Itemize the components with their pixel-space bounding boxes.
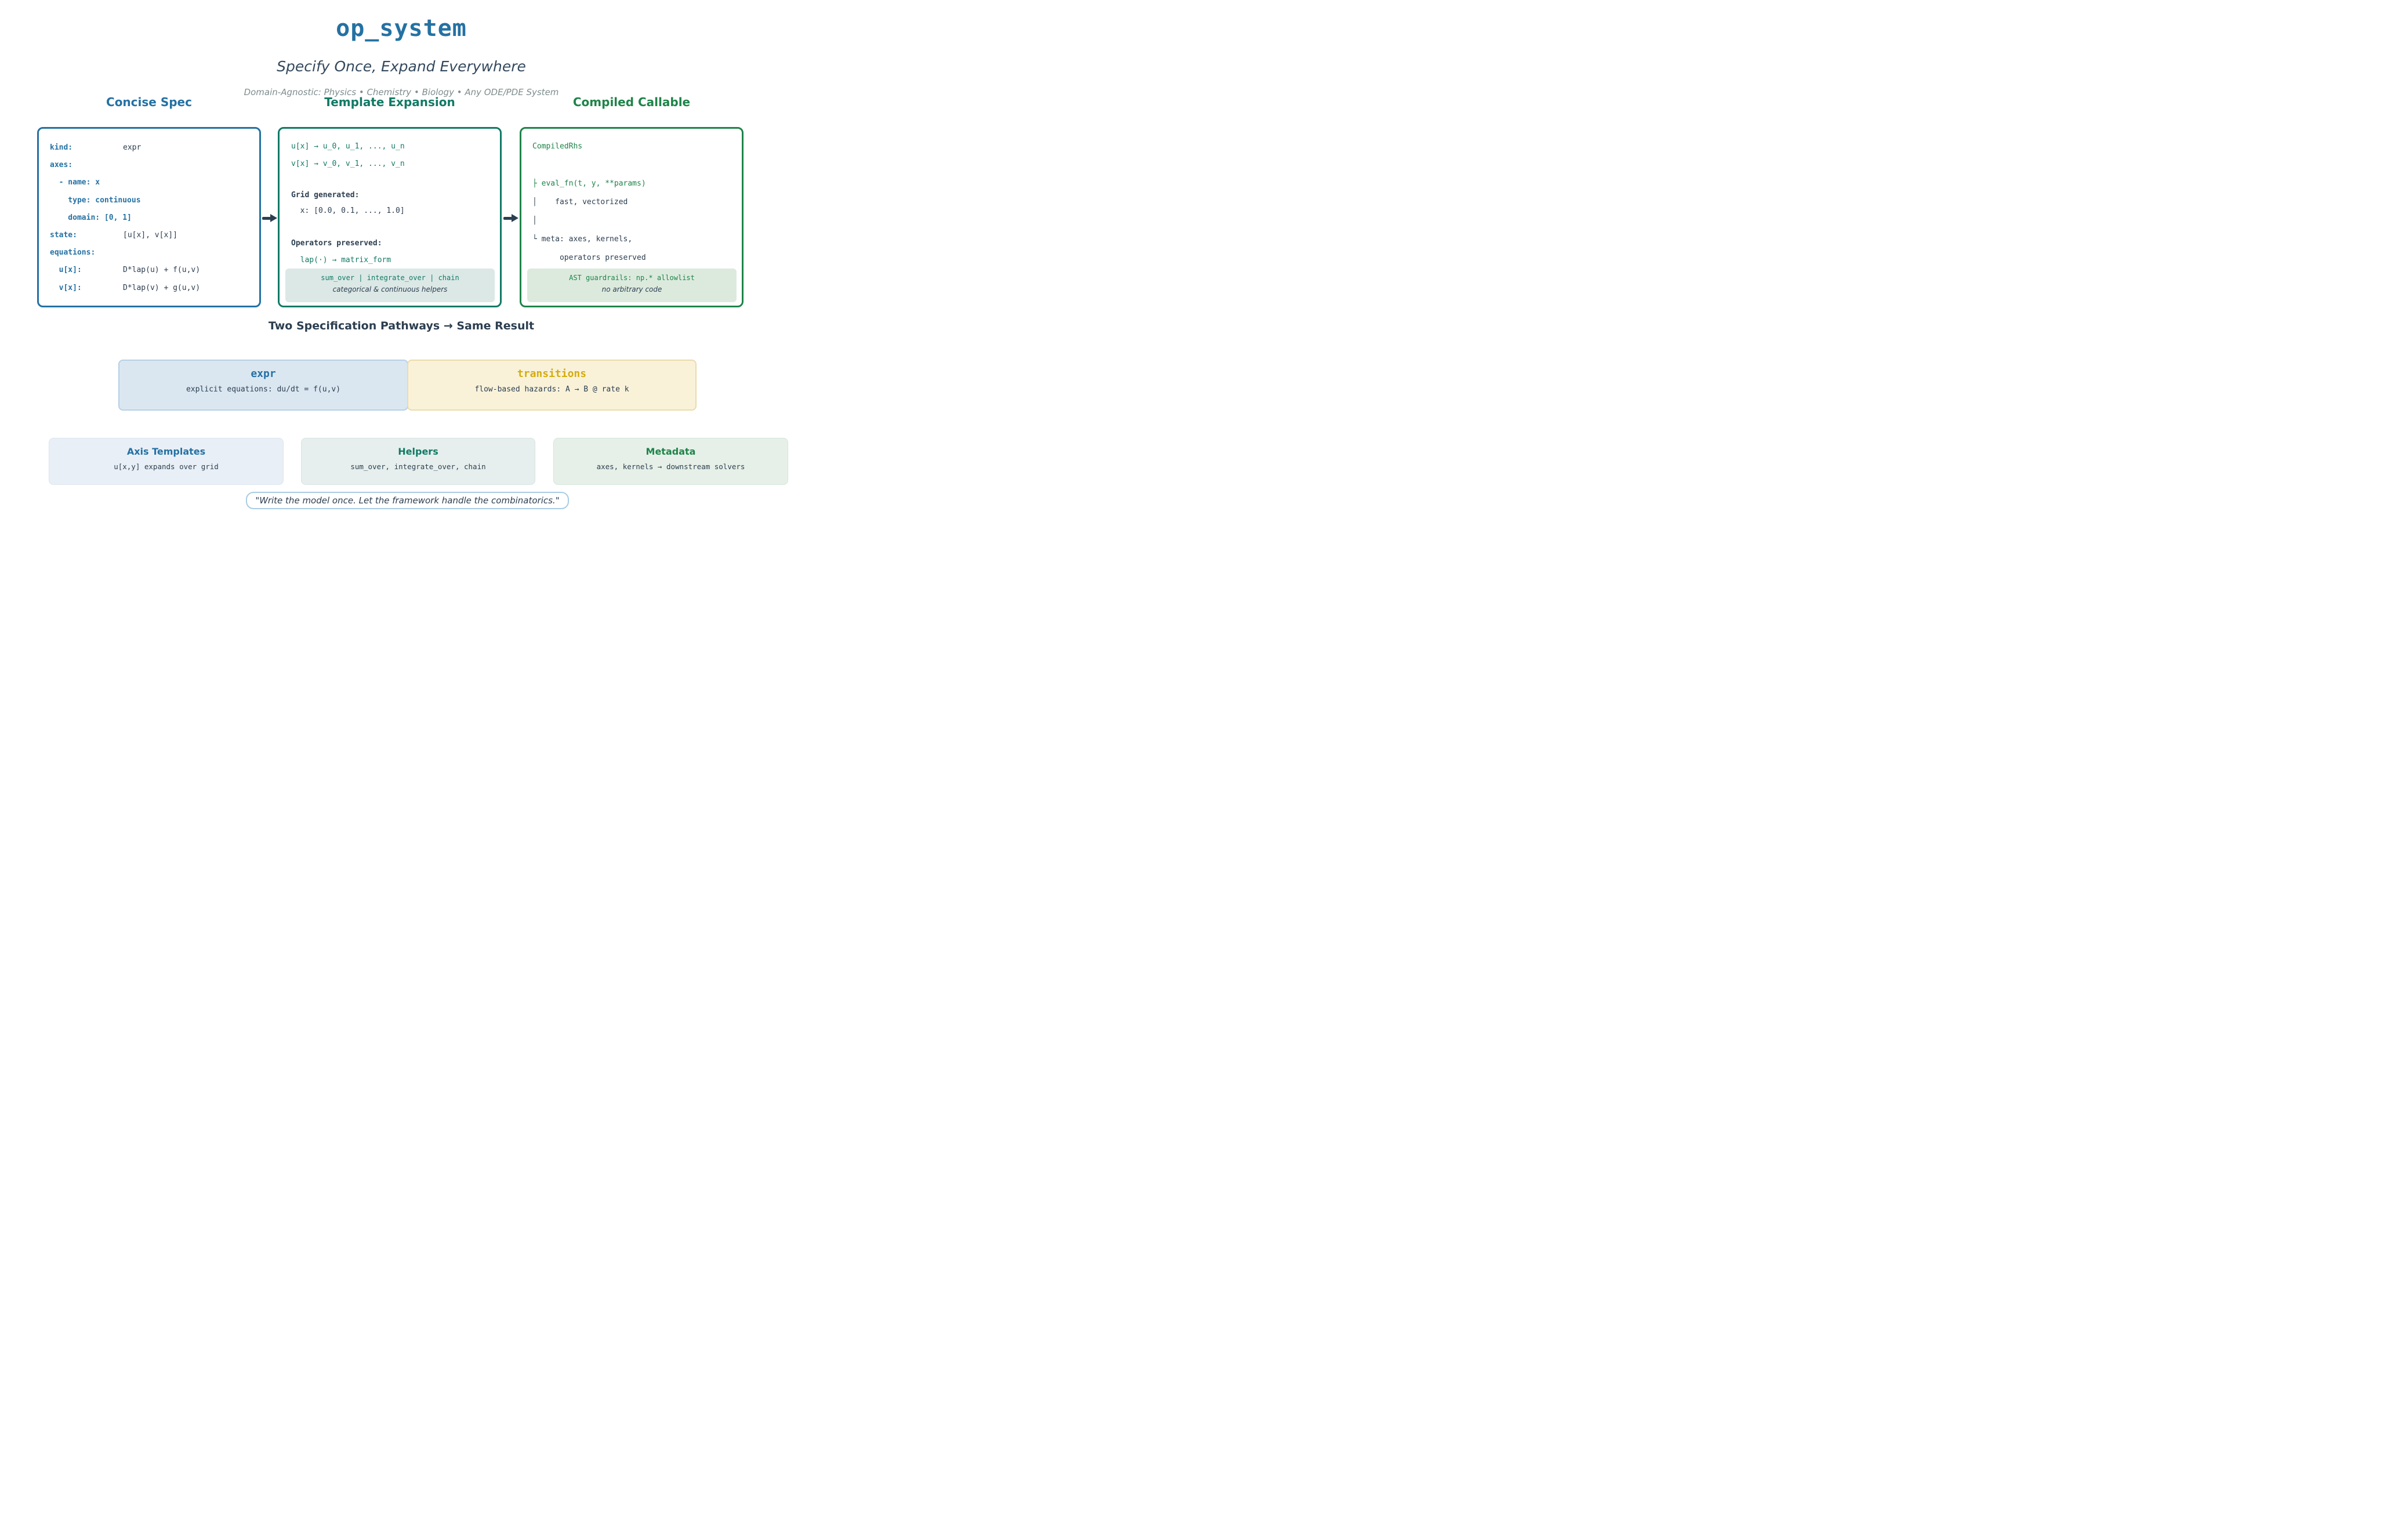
expansion-line: v[x] → v_0, v_1, ..., v_n	[291, 159, 405, 168]
operators-line: lap(·) → matrix_form	[291, 256, 391, 264]
spec-row: domain: [0, 1]	[50, 209, 200, 227]
spec-row-label: kind:	[50, 143, 73, 152]
spec-row: axes:	[50, 157, 200, 174]
spec-row: equations:	[50, 244, 200, 262]
feature-card-helpers: Helpers sum_over, integrate_over, chain	[301, 438, 535, 485]
feature-card-metadata: Metadata axes, kernels → downstream solv…	[553, 438, 788, 485]
tree-line: operators preserved	[532, 253, 646, 262]
spec-row-label: type: continuous	[50, 195, 141, 205]
spec-row: - name: x	[50, 174, 200, 191]
grid-values-line: x: [0.0, 0.1, ..., 1.0]	[291, 206, 405, 215]
column-heading-template-expansion: Template Expansion	[324, 95, 455, 109]
page-tagline: Domain-Agnostic: Physics • Chemistry • B…	[244, 87, 559, 97]
helpers-note-primary: sum_over | integrate_over | chain	[321, 274, 459, 282]
tree-line: └ meta: axes, kernels,	[532, 235, 633, 244]
spec-row-value: D*lap(v) + g(u,v)	[123, 283, 201, 292]
spec-row-label: domain: [0, 1]	[50, 213, 132, 222]
spec-code-block: kind: expr axes: - name: x type: continuo…	[50, 139, 200, 297]
tree-line: │	[532, 216, 537, 225]
feature-card-title: Helpers	[398, 446, 438, 457]
column-heading-concise-spec: Concise Spec	[106, 95, 192, 109]
pathways-heading: Two Specification Pathways → Same Result	[268, 320, 535, 332]
pathway-expr-desc: explicit equations: du/dt = f(u,v)	[186, 385, 341, 394]
op-system-figure: op_system Specify Once, Expand Everywher…	[0, 0, 803, 513]
guardrails-note-box: AST guardrails: np.* allowlist no arbitr…	[527, 269, 737, 302]
pathway-transitions-desc: flow-based hazards: A → B @ rate k	[474, 385, 629, 394]
spec-row: type: continuous	[50, 192, 200, 209]
feature-card-title: Axis Templates	[126, 446, 206, 457]
pathway-transitions-title: transitions	[517, 368, 587, 380]
grid-generated-heading: Grid generated:	[291, 191, 360, 199]
quote-box: "Write the model once. Let the framework…	[246, 492, 569, 509]
spec-row-value: expr	[123, 143, 142, 152]
spec-row-label: axes:	[50, 161, 73, 170]
feature-card-axis-templates: Axis Templates u[x,y] expands over grid	[49, 438, 284, 485]
operators-preserved-heading: Operators preserved:	[291, 239, 382, 248]
feature-card-desc: sum_over, integrate_over, chain	[350, 462, 486, 471]
spec-row-label: u[x]:	[50, 266, 82, 275]
page-subtitle: Specify Once, Expand Everywhere	[277, 58, 526, 75]
compiled-callable-panel: CompiledRhs ├ eval_fn(t, y, **params) │ …	[520, 127, 744, 307]
spec-row-value: D*lap(u) + f(u,v)	[123, 266, 201, 275]
helpers-note-secondary: categorical & continuous helpers	[332, 285, 448, 293]
pathway-transitions-box: transitions flow-based hazards: A → B @ …	[407, 360, 697, 411]
spec-row-value: [u[x], v[x]]	[123, 231, 177, 240]
feature-card-desc: axes, kernels → downstream solvers	[596, 462, 745, 471]
arrow-right-icon	[262, 214, 277, 223]
spec-row-label: equations:	[50, 248, 96, 257]
column-heading-compiled-callable: Compiled Callable	[572, 95, 691, 109]
expansion-line: u[x] → u_0, u_1, ..., u_n	[291, 142, 405, 151]
feature-card-title: Metadata	[645, 446, 696, 457]
arrow-right-icon	[503, 214, 518, 223]
pathway-expr-box: expr explicit equations: du/dt = f(u,v)	[118, 360, 408, 411]
helpers-note-box: sum_over | integrate_over | chain catego…	[285, 269, 495, 302]
spec-row: state: [u[x], v[x]]	[50, 227, 200, 244]
template-expansion-panel: u[x] → u_0, u_1, ..., u_n v[x] → v_0, v_…	[278, 127, 502, 307]
pathway-expr-title: expr	[251, 368, 276, 380]
guardrails-note-secondary: no arbitrary code	[601, 285, 662, 293]
spec-row: v[x]: D*lap(v) + g(u,v)	[50, 280, 200, 297]
guardrails-note-primary: AST guardrails: np.* allowlist	[569, 274, 695, 282]
compiled-class-name: CompiledRhs	[532, 142, 583, 151]
concise-spec-panel: kind: expr axes: - name: x type: continuo…	[37, 127, 261, 307]
tree-line: ├ eval_fn(t, y, **params)	[532, 179, 646, 188]
spec-row: u[x]: D*lap(u) + f(u,v)	[50, 262, 200, 279]
spec-row-label: - name: x	[50, 178, 100, 187]
page-title: op_system	[336, 15, 467, 42]
feature-card-desc: u[x,y] expands over grid	[114, 462, 219, 471]
spec-row: kind: expr	[50, 139, 200, 157]
spec-row-label: state:	[50, 231, 77, 240]
tree-line: │ fast, vectorized	[532, 198, 628, 206]
spec-row-label: v[x]:	[50, 283, 82, 292]
